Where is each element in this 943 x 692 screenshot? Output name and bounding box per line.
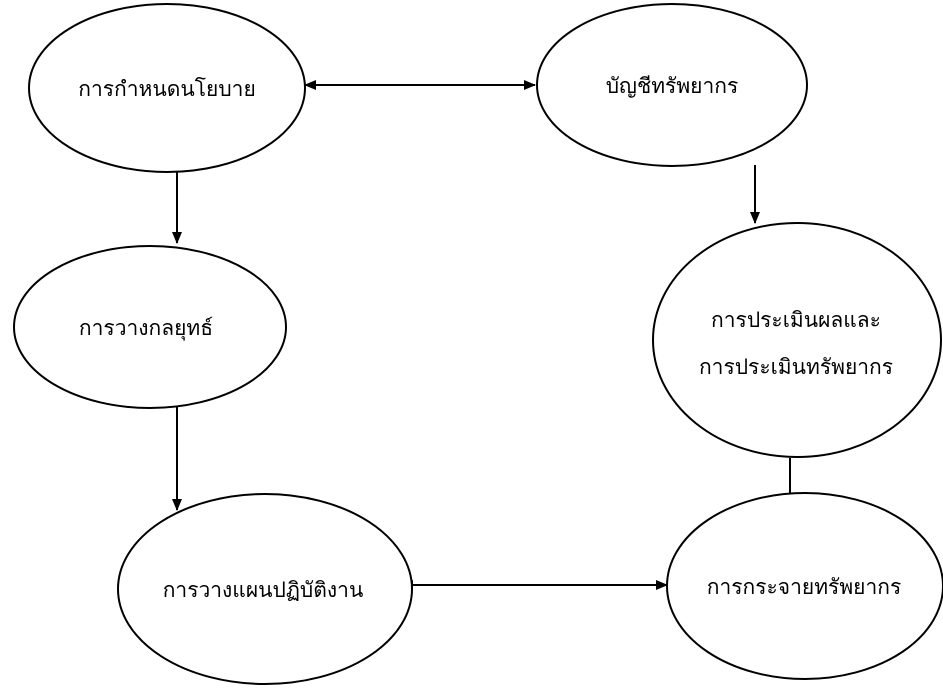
node-policy: การกำหนดนโยบาย (28, 3, 306, 173)
node-strategy: การวางกลยุทธ์ (13, 245, 287, 409)
node-inventory: บัญชีทรัพยากร (536, 3, 808, 167)
node-allocation-shape (666, 492, 943, 680)
node-inventory-shape (536, 3, 808, 167)
node-inventory-label: บัญชีทรัพยากร (606, 74, 739, 98)
node-policy-label: การกำหนดนโยบาย (78, 77, 256, 101)
node-strategy-label: การวางกลยุทธ์ (79, 316, 213, 341)
node-assessment-label-line-2: การประเมินทรัพยากร (699, 355, 893, 379)
node-allocation: การกระจายทรัพยากร (666, 492, 943, 680)
node-assessment-label-line-1: การประเมินผลและ (711, 308, 881, 332)
node-assessment: การประเมินผลและ การประเมินทรัพยากร (652, 222, 942, 458)
node-assessment-shape (652, 222, 942, 458)
node-operations-shape (117, 493, 413, 685)
node-strategy-shape (13, 245, 287, 409)
node-policy-shape (28, 3, 306, 173)
node-operations-label: การวางแผนปฏิบัติงาน (163, 578, 364, 602)
node-operations: การวางแผนปฏิบัติงาน (117, 493, 413, 685)
node-allocation-label: การกระจายทรัพยากร (707, 575, 902, 599)
